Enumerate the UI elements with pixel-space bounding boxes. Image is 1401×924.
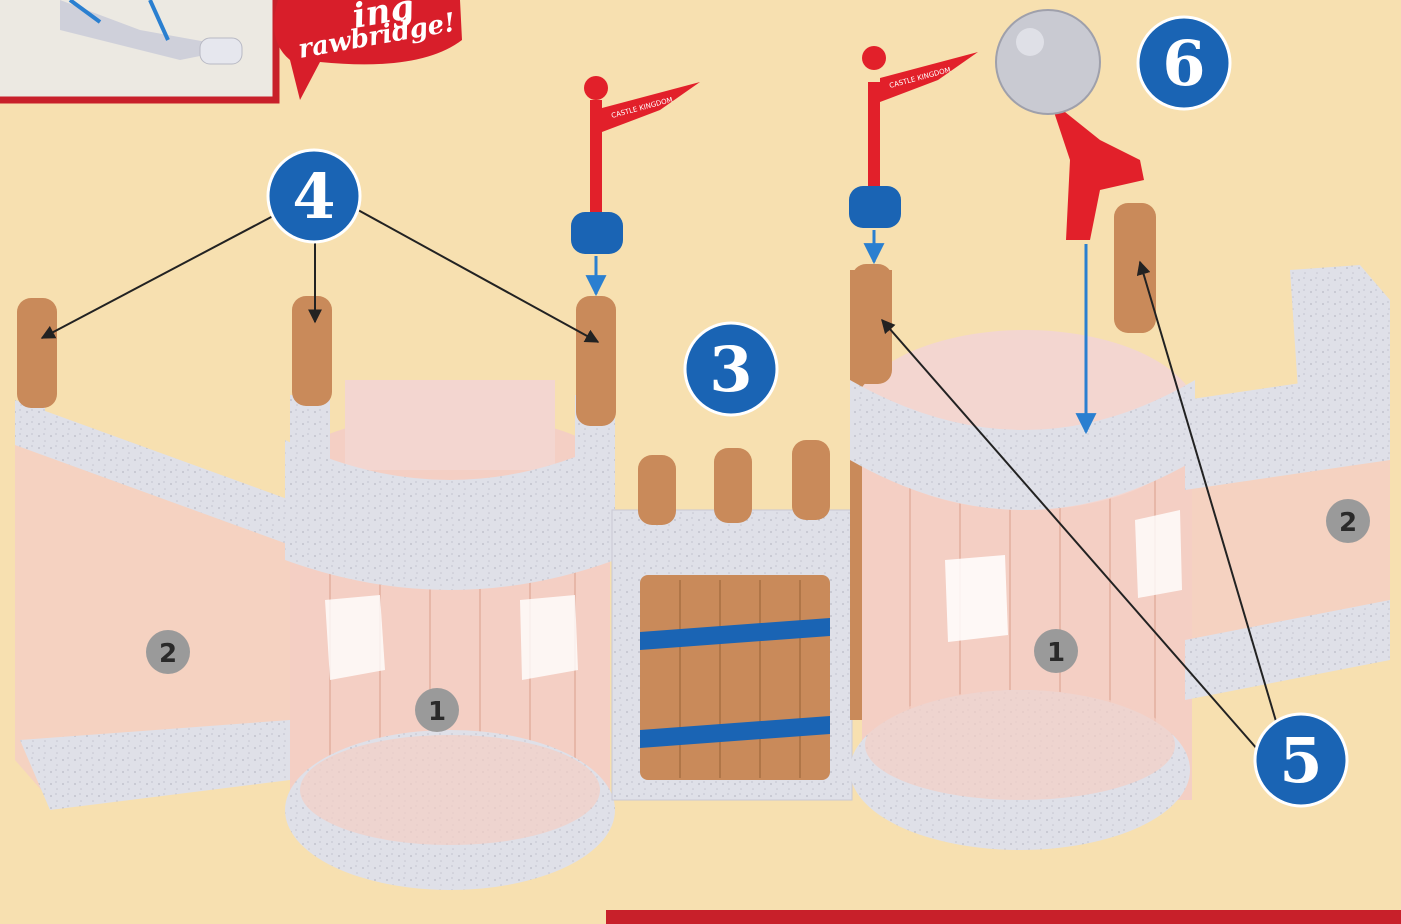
blue-cap: [571, 212, 623, 254]
drawbridge-banner: ing rawbridge!: [274, 0, 462, 100]
flag-assembly-left: CASTLE KINGDOM: [571, 76, 700, 294]
svg-text:2: 2: [159, 639, 177, 669]
svg-text:2: 2: [1339, 508, 1357, 538]
wood-post-left: [17, 298, 57, 408]
part-label-right-wall: 2: [1326, 499, 1370, 543]
left-side-wall: [15, 380, 290, 810]
step-badge-5: 5: [1255, 714, 1347, 806]
part-label-right-tower: 1: [1034, 629, 1078, 673]
svg-text:5: 5: [1279, 724, 1322, 797]
step-badge-4: 4: [268, 150, 360, 242]
blue-cap: [849, 186, 901, 228]
catapult-ball: [996, 10, 1100, 114]
wood-post-left-tower: [292, 296, 332, 406]
step-badge-3: 3: [685, 323, 777, 415]
svg-text:1: 1: [1047, 638, 1065, 668]
wood-post-gate-left: [576, 296, 616, 426]
right-round-tower: [850, 270, 1200, 850]
inset-box: [0, 0, 276, 100]
part-label-left-tower: 1: [415, 688, 459, 732]
svg-text:3: 3: [709, 333, 752, 406]
flag-assembly-right: CASTLE KINGDOM: [849, 46, 978, 262]
bottom-red-bar: [606, 910, 1401, 924]
svg-text:4: 4: [292, 160, 335, 233]
wood-post-right-rear: [1114, 203, 1156, 333]
center-gatehouse: [612, 440, 852, 800]
part-label-left-wall: 2: [146, 630, 190, 674]
svg-text:1: 1: [428, 697, 446, 727]
svg-text:6: 6: [1162, 27, 1205, 100]
step-badge-6: 6: [1138, 17, 1230, 109]
left-round-tower: [285, 380, 615, 890]
right-side-wall: [1185, 265, 1390, 700]
drawbridge-door: [640, 575, 830, 780]
